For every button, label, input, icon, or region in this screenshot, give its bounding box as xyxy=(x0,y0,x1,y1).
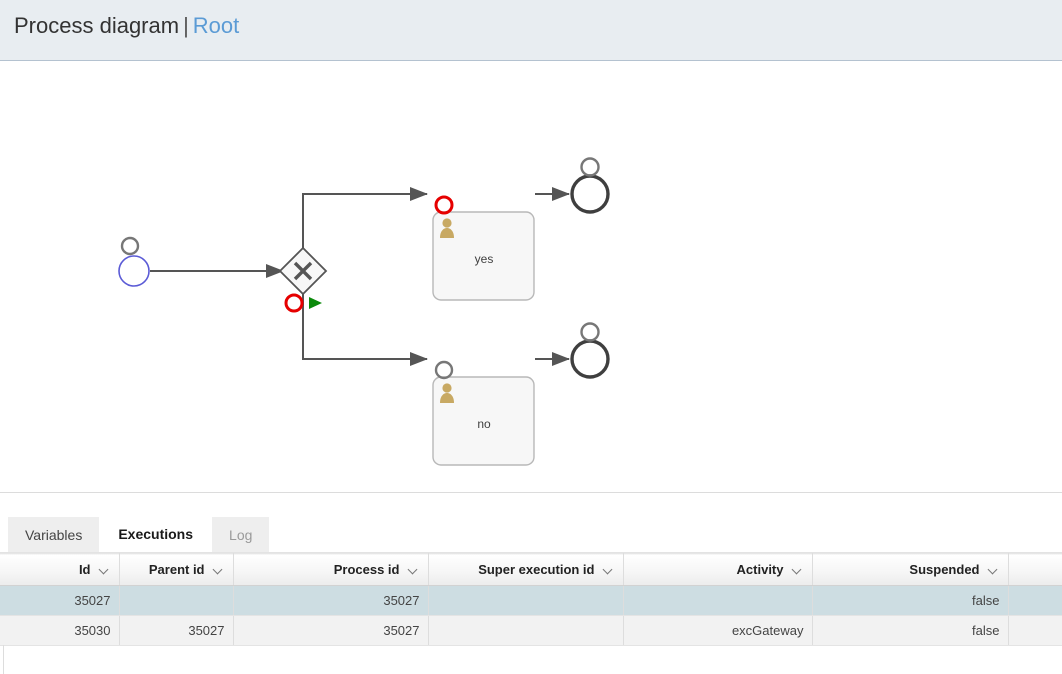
column-header-activity-label: Activity xyxy=(736,562,784,577)
user-task-yes-badge-circle-icon xyxy=(434,195,454,215)
cell-suspended: false xyxy=(812,615,1009,646)
user-task-no-label: no xyxy=(477,417,491,431)
table-left-rule xyxy=(3,645,4,674)
user-task-no-user-icon xyxy=(440,383,454,403)
exclusive-gateway[interactable] xyxy=(278,246,328,296)
sequence-flow-gateway-to-no xyxy=(302,294,428,366)
column-header-id[interactable]: Id xyxy=(0,553,120,586)
chevron-down-icon[interactable] xyxy=(409,565,418,574)
cell-parent-id xyxy=(119,585,234,616)
bpmn-diagram-canvas[interactable]: yes no xyxy=(0,62,1062,492)
table-row[interactable]: 35027 35027 false xyxy=(0,585,1062,616)
tab-log[interactable]: Log xyxy=(212,517,270,553)
gateway-badge-circle-icon xyxy=(284,293,304,313)
cell-suspended: false xyxy=(812,585,1009,616)
column-header-spacer xyxy=(1008,553,1062,586)
column-header-super-execution-id-label: Super execution id xyxy=(478,562,595,577)
tab-executions[interactable]: Executions xyxy=(101,515,211,553)
column-header-process-id-label: Process id xyxy=(333,562,400,577)
end-event-no-badge-circle-icon xyxy=(580,322,600,342)
table-header-row: Id Parent id Process id Super execution … xyxy=(0,553,1062,586)
cell-spacer xyxy=(1008,615,1062,646)
column-header-activity[interactable]: Activity xyxy=(623,553,813,586)
chevron-down-icon[interactable] xyxy=(989,565,998,574)
detail-tabs: Variables Executions Log xyxy=(0,515,1062,553)
chevron-down-icon[interactable] xyxy=(604,565,613,574)
start-event[interactable] xyxy=(118,255,150,287)
section-divider xyxy=(0,492,1062,493)
cell-activity xyxy=(623,585,813,616)
column-header-suspended[interactable]: Suspended xyxy=(812,553,1009,586)
cell-process-id: 35027 xyxy=(233,585,429,616)
chevron-down-icon[interactable] xyxy=(793,565,802,574)
breadcrumb-link-root[interactable]: Root xyxy=(192,13,240,38)
cell-super-execution-id xyxy=(428,615,624,646)
tabs-underline xyxy=(0,552,1062,553)
page-header: Process diagram|Root xyxy=(0,0,1062,61)
executions-table: Id Parent id Process id Super execution … xyxy=(0,553,1062,646)
cell-super-execution-id xyxy=(428,585,624,616)
column-header-parent-id[interactable]: Parent id xyxy=(119,553,234,586)
cell-parent-id: 35027 xyxy=(119,615,234,646)
user-task-yes-user-icon xyxy=(440,218,454,238)
cell-spacer xyxy=(1008,585,1062,616)
column-header-process-id[interactable]: Process id xyxy=(233,553,429,586)
user-task-no[interactable]: no xyxy=(432,376,535,466)
end-event-yes-badge-circle-icon xyxy=(580,157,600,177)
column-header-parent-id-label: Parent id xyxy=(148,562,205,577)
cell-activity: excGateway xyxy=(623,615,813,646)
breadcrumb-separator: | xyxy=(183,13,189,38)
cell-id: 35030 xyxy=(0,615,120,646)
page-title: Process diagram xyxy=(14,13,180,38)
column-header-id-label: Id xyxy=(78,562,91,577)
breadcrumb: Process diagram|Root xyxy=(14,13,239,39)
cell-id: 35027 xyxy=(0,585,120,616)
user-task-yes-label: yes xyxy=(475,252,494,266)
table-row[interactable]: 35030 35027 35027 excGateway false xyxy=(0,615,1062,646)
chevron-down-icon[interactable] xyxy=(100,565,109,574)
sequence-flow-gateway-to-yes xyxy=(302,187,428,248)
user-task-no-badge-circle-icon xyxy=(434,360,454,380)
cell-process-id: 35027 xyxy=(233,615,429,646)
tab-variables[interactable]: Variables xyxy=(8,517,100,553)
end-event-no[interactable] xyxy=(570,339,610,379)
start-event-badge-circle-icon xyxy=(120,236,140,256)
end-event-yes[interactable] xyxy=(570,174,610,214)
tabs-row: Variables Executions Log xyxy=(8,515,271,553)
column-header-super-execution-id[interactable]: Super execution id xyxy=(428,553,624,586)
gateway-badge-play-icon xyxy=(309,297,322,309)
user-task-yes[interactable]: yes xyxy=(432,211,535,301)
column-header-suspended-label: Suspended xyxy=(909,562,980,577)
chevron-down-icon[interactable] xyxy=(214,565,223,574)
